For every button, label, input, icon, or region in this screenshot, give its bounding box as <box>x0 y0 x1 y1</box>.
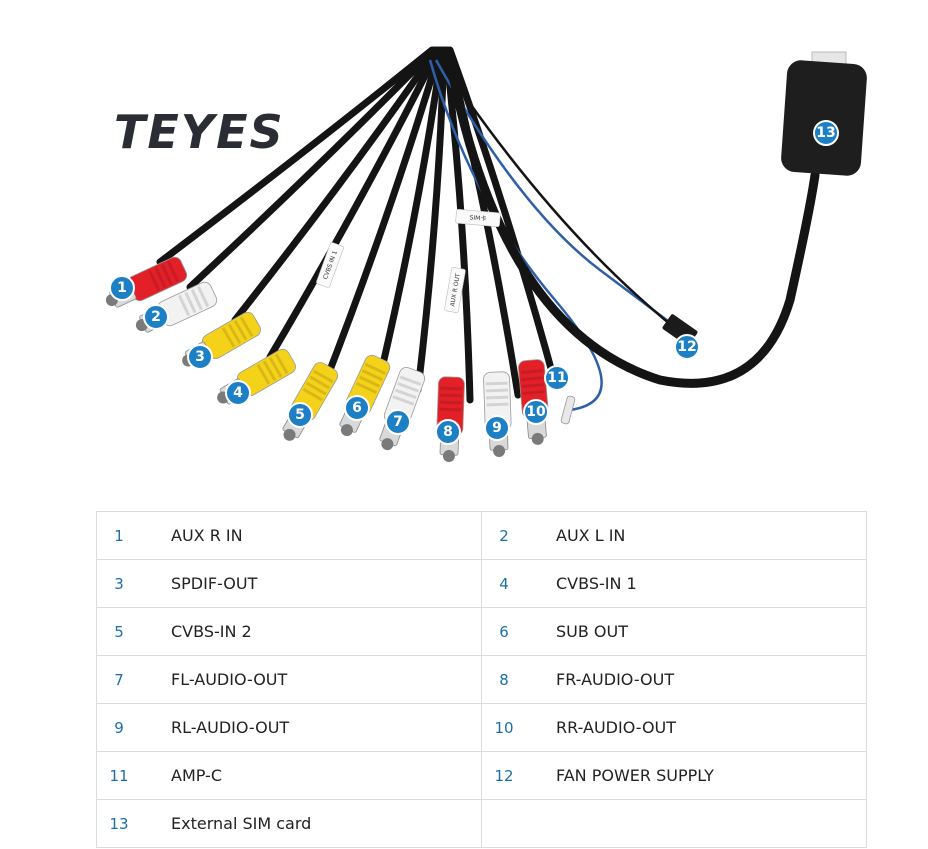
pin-label: AUX L IN <box>526 511 867 560</box>
pin-label: RR-AUDIO-OUT <box>526 703 867 752</box>
connector-badge-3: 3 <box>187 344 213 370</box>
connector-badge-number: 8 <box>443 424 453 440</box>
rca-plug-3 <box>182 311 261 368</box>
cable-4 <box>266 46 442 361</box>
blue-wire-amp <box>428 59 603 412</box>
connector-badge-9: 9 <box>484 415 510 441</box>
pin-label: RL-AUDIO-OUT <box>141 703 482 752</box>
pin-number: 3 <box>96 559 141 608</box>
connector-badge-6: 6 <box>344 395 370 421</box>
connector-badge-8: 8 <box>435 419 461 445</box>
pin-number: 5 <box>96 607 141 656</box>
cable-3 <box>231 46 440 324</box>
connector-badge-number: 10 <box>526 404 546 420</box>
connector-badge-number: 3 <box>195 349 205 365</box>
pin-label: SUB OUT <box>526 607 867 656</box>
connector-badge-13: 13 <box>813 120 839 146</box>
pin-label: FAN POWER SUPPLY <box>526 751 867 800</box>
blue-wire-fan <box>434 59 681 331</box>
connector-badge-number: 13 <box>816 125 835 141</box>
connector-badge-number: 7 <box>393 414 403 430</box>
sim-module-cable <box>445 55 820 388</box>
pin-label: CVBS-IN 1 <box>526 559 867 608</box>
cable-tags: CVBS IN 1 AUX R OUT SIM卡 <box>316 208 501 313</box>
pin-number: 12 <box>481 751 526 800</box>
pin-label: FL-AUDIO-OUT <box>141 655 482 704</box>
connector-badge-5: 5 <box>287 402 313 428</box>
cable-tag: CVBS IN 1 <box>316 242 344 288</box>
connector-badge-2: 2 <box>143 304 169 330</box>
connector-badge-number: 4 <box>233 385 243 401</box>
pin-number: 6 <box>481 607 526 656</box>
cable-tag-text: SIM卡 <box>469 213 486 222</box>
pin-number: 7 <box>96 655 141 704</box>
cable-bundle <box>156 46 820 412</box>
pin-number: 10 <box>481 703 526 752</box>
connector-badge-number: 12 <box>677 339 696 355</box>
pin-label: CVBS-IN 2 <box>141 607 482 656</box>
cable-7 <box>414 46 448 394</box>
connector-badge-number: 1 <box>117 280 127 296</box>
rca-plug-9 <box>483 371 512 457</box>
pin-number: 2 <box>481 511 526 560</box>
black-wire-fan <box>438 59 691 341</box>
connector-badge-number: 6 <box>352 400 362 416</box>
pin-label: SPDIF-OUT <box>141 559 482 608</box>
pin-number: 1 <box>96 511 141 560</box>
pin-number: 8 <box>481 655 526 704</box>
cable-tag: AUX R OUT <box>444 267 466 313</box>
connector-badge-4: 4 <box>225 380 251 406</box>
connector-badge-number: 2 <box>151 309 161 325</box>
pin-number <box>481 799 526 848</box>
rca-plug-4 <box>217 348 296 405</box>
pin-label: AMP-C <box>141 751 482 800</box>
pin-number: 4 <box>481 559 526 608</box>
connector-badge-number: 5 <box>295 407 305 423</box>
cable-2 <box>186 46 438 291</box>
connector-badge-number: 9 <box>492 420 502 436</box>
cable-tag: SIM卡 <box>455 208 501 228</box>
pin-number: 9 <box>96 703 141 752</box>
cable-1 <box>156 46 436 266</box>
pin-number: 11 <box>96 751 141 800</box>
cable-6 <box>376 46 446 381</box>
connector-badge-1: 1 <box>109 275 135 301</box>
pin-label: AUX R IN <box>141 511 482 560</box>
teyes-logo: TEYES <box>114 105 285 159</box>
pin-label: External SIM card <box>141 799 482 848</box>
pin-label: FR-AUDIO-OUT <box>526 655 867 704</box>
amp-pin-11 <box>560 395 576 425</box>
connector-badge-7: 7 <box>385 409 411 435</box>
cable-5 <box>321 46 444 387</box>
cable-10 <box>446 46 559 387</box>
connector-badge-10: 10 <box>523 399 549 425</box>
sim-module-13 <box>781 51 867 176</box>
pin-label <box>526 799 867 848</box>
connector-badge-12: 12 <box>674 334 700 360</box>
connector-badge-number: 11 <box>547 370 566 386</box>
pin-number: 13 <box>96 799 141 848</box>
connector-badge-11: 11 <box>544 365 570 391</box>
